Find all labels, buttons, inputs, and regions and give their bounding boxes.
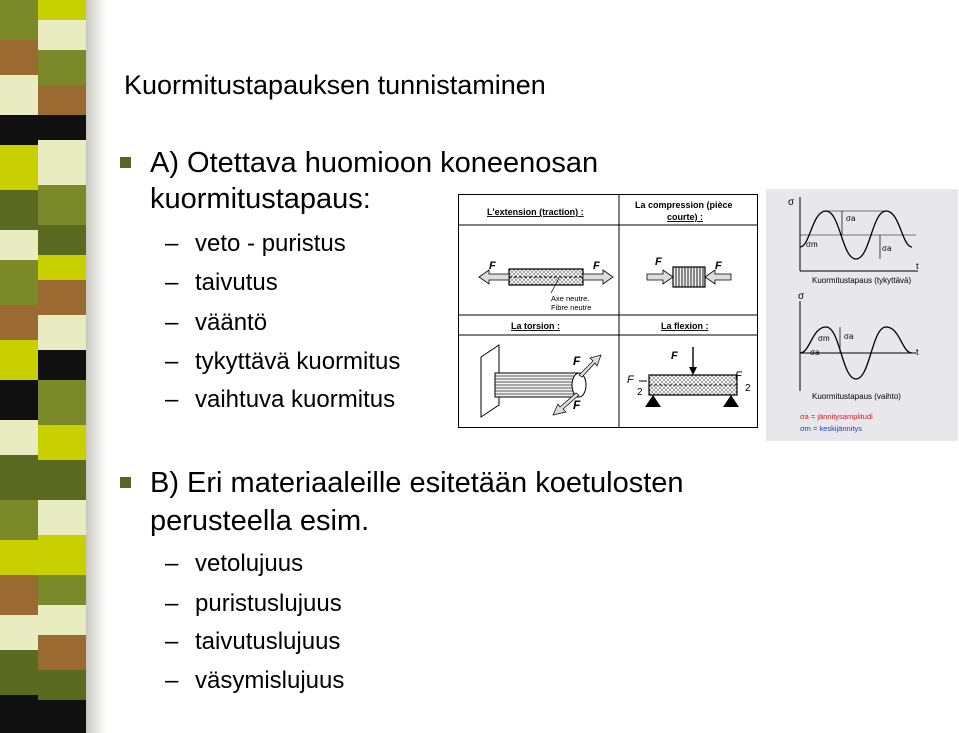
twist-arrow-down-icon bbox=[552, 392, 580, 416]
decorative-stripe-bar bbox=[0, 0, 106, 733]
force-symbol: F bbox=[573, 398, 581, 412]
dash-icon: – bbox=[165, 590, 179, 617]
legend-amplitude: σa = jännitysamplitudi bbox=[800, 412, 873, 421]
section-a-item: –veto - puristus bbox=[165, 230, 346, 258]
neutral-fibre-label: Fibre neutre bbox=[551, 303, 591, 312]
bullet-square-icon bbox=[120, 157, 131, 168]
dash-icon: – bbox=[165, 230, 179, 257]
sigma-m-label: σm bbox=[806, 240, 818, 249]
sigma-a-label: σa bbox=[846, 214, 856, 223]
support-right-icon bbox=[723, 395, 739, 407]
section-a-item-label: taivutus bbox=[195, 269, 278, 296]
stress-cycle-drawing: σ t σa σa σm Kuormitustapaus (tykyttävä)… bbox=[788, 197, 919, 433]
load-types-drawing: L'extension (traction) : La compression … bbox=[459, 195, 757, 427]
dash-icon: – bbox=[165, 386, 179, 413]
alternating-caption: Kuormitustapaus (vaihto) bbox=[812, 392, 901, 401]
support-left-icon bbox=[645, 395, 661, 407]
load-types-figure: L'extension (traction) : La compression … bbox=[458, 194, 758, 428]
legend-mean: σm = keskijännitys bbox=[800, 424, 862, 433]
sigma-a-label: σa bbox=[810, 348, 820, 357]
stripe-column-left bbox=[0, 0, 38, 733]
section-a-item: –vääntö bbox=[165, 309, 267, 337]
section-b-item: –puristuslujuus bbox=[165, 590, 342, 618]
alternating-curve bbox=[799, 326, 913, 380]
dash-icon: – bbox=[165, 309, 179, 336]
section-b-item: –väsymislujuus bbox=[165, 667, 344, 695]
stress-cycle-figure: σ t σa σa σm Kuormitustapaus (tykyttävä)… bbox=[766, 189, 958, 441]
section-b-item-label: väsymislujuus bbox=[195, 667, 345, 694]
traction-label: L'extension (traction) : bbox=[487, 207, 584, 217]
sigma-m-label: σm bbox=[818, 334, 830, 343]
force-symbol: F bbox=[573, 354, 581, 368]
torsion-shaft bbox=[494, 372, 580, 398]
arrow-left-icon bbox=[478, 269, 510, 285]
force-symbol: F bbox=[735, 370, 743, 382]
half-symbol: 2 bbox=[745, 383, 751, 394]
section-a-item: –vaihtuva kuormitus bbox=[165, 386, 395, 414]
slide-title: Kuormitustapauksen tunnistaminen bbox=[124, 70, 546, 100]
section-a-heading-line1: A) Otettava huomioon koneenosan bbox=[150, 147, 599, 179]
section-a-item: –taivutus bbox=[165, 269, 278, 297]
section-b-heading-line2: perusteella esim. bbox=[150, 505, 370, 537]
section-a-item-label: vääntö bbox=[195, 309, 268, 336]
sigma-axis-label: σ bbox=[798, 291, 805, 302]
section-a-heading-line2: kuormitustapaus: bbox=[150, 183, 371, 215]
section-b-item-label: vetolujuus bbox=[195, 550, 304, 577]
stripe-column-right bbox=[38, 0, 86, 733]
section-b-item-label: puristuslujuus bbox=[195, 590, 342, 617]
neutral-axis-label: Axe neutre. bbox=[551, 294, 589, 303]
sigma-a-label: σa bbox=[882, 244, 892, 253]
section-b-heading-line1: B) Eri materiaaleille esitetään koetulos… bbox=[150, 467, 684, 499]
time-axis-label: t bbox=[916, 261, 919, 271]
sigma-a-label: σa bbox=[844, 332, 854, 341]
stripe-shadow bbox=[86, 0, 106, 733]
torsion-wall bbox=[480, 344, 500, 418]
section-b-item-label: taivutuslujuus bbox=[195, 628, 341, 655]
force-symbol: F bbox=[489, 260, 496, 272]
compression-block bbox=[672, 266, 706, 288]
dash-icon: – bbox=[165, 550, 179, 577]
force-symbol: F bbox=[627, 374, 635, 386]
twist-arrow-up-icon bbox=[578, 354, 602, 378]
dash-icon: – bbox=[165, 628, 179, 655]
section-a-item-label: vaihtuva kuormitus bbox=[195, 386, 396, 413]
arrow-left-icon bbox=[704, 269, 732, 285]
pulsating-curve bbox=[799, 210, 913, 260]
dash-icon: – bbox=[165, 667, 179, 694]
section-b-item: –taivutuslujuus bbox=[165, 628, 340, 656]
section-a-item-label: tykyttävä kuormitus bbox=[195, 348, 401, 375]
torsion-label: La torsion : bbox=[511, 321, 560, 331]
flexion-beam bbox=[648, 374, 738, 396]
force-symbol: F bbox=[655, 256, 662, 268]
force-symbol: F bbox=[715, 260, 722, 272]
force-symbol: F bbox=[593, 260, 600, 272]
compression-label-line2: courte) : bbox=[667, 212, 703, 222]
half-symbol: 2 bbox=[637, 387, 643, 398]
sigma-axis-label: σ bbox=[788, 197, 795, 208]
arrow-right-icon bbox=[646, 269, 674, 285]
bullet-square-icon bbox=[120, 477, 131, 488]
section-b-item: –vetolujuus bbox=[165, 550, 303, 578]
flexion-label: La flexion : bbox=[661, 321, 709, 331]
dash-icon: – bbox=[165, 269, 179, 296]
force-symbol: F bbox=[671, 350, 678, 362]
section-a-item-label: veto - puristus bbox=[195, 230, 346, 257]
arrow-right-icon bbox=[582, 269, 614, 285]
pulsating-caption: Kuormitustapaus (tykyttävä) bbox=[812, 276, 911, 285]
time-axis-label: t bbox=[916, 347, 919, 357]
dash-icon: – bbox=[165, 348, 179, 375]
section-a-item: –tykyttävä kuormitus bbox=[165, 348, 400, 376]
compression-label-line1: La compression (pièce bbox=[635, 200, 733, 210]
